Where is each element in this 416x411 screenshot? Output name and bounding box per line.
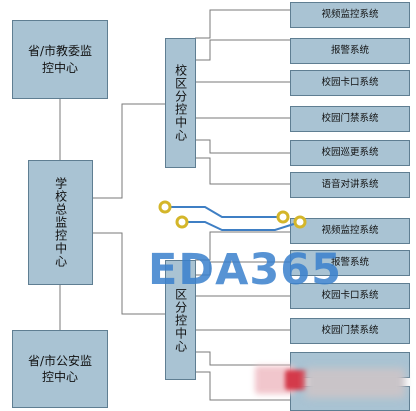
system-label: 报警系统 [330,44,369,56]
system-label: 校园卡口系统 [321,76,379,88]
system-label: 校园门禁系统 [321,112,379,124]
school-main-label: 学校总监控中心 [53,177,68,268]
system-label: 校园门禁系统 [321,324,379,336]
blurred-overlay-red [285,370,307,390]
system-patrol-top: 校园巡更系统 [290,140,410,166]
system-video-surveillance-top: 视频监控系统 [290,2,410,28]
eda365-watermark-logo: EDA365 [148,245,343,295]
system-checkpoint-bottom: 校园卡口系统 [290,283,410,309]
system-access-control-bottom: 校园门禁系统 [290,318,410,344]
logo-node-dot [276,210,290,224]
campus-top-label: 校区分控中心 [173,64,188,142]
school-main-monitoring-center: 学校总监控中心 [28,160,93,285]
system-alarm-bottom: 报警系统 [290,250,410,276]
system-video-surveillance-bottom: 视频监控系统 [290,218,410,244]
system-label: 报警系统 [330,256,369,268]
system-alarm-top: 报警系统 [290,38,410,64]
campus-sub-control-center-bottom: 区分控中心 [165,260,196,380]
system-label: 视频监控系统 [321,224,379,236]
province-police-label: 省/市公安监控中心 [27,353,93,384]
system-label: 校园卡口系统 [321,289,379,301]
system-access-control-top: 校园门禁系统 [290,106,410,132]
logo-node-dot [175,215,189,229]
campus-bottom-label: 区分控中心 [173,287,188,353]
system-intercom-top: 语音对讲系统 [290,172,410,198]
system-label: 视频监控系统 [321,8,379,20]
province-education-label: 省/市教委监控中心 [27,44,93,75]
logo-node-dot [293,215,307,229]
system-checkpoint-top: 校园卡口系统 [290,70,410,96]
province-police-monitoring-center: 省/市公安监控中心 [12,330,108,408]
blurred-overlay-gray [305,368,405,398]
system-label: 校园巡更系统 [321,146,379,158]
province-education-monitoring-center: 省/市教委监控中心 [12,20,108,99]
system-label: 语音对讲系统 [321,178,379,190]
campus-sub-control-center-top: 校区分控中心 [165,38,196,168]
logo-node-dot [158,200,172,214]
